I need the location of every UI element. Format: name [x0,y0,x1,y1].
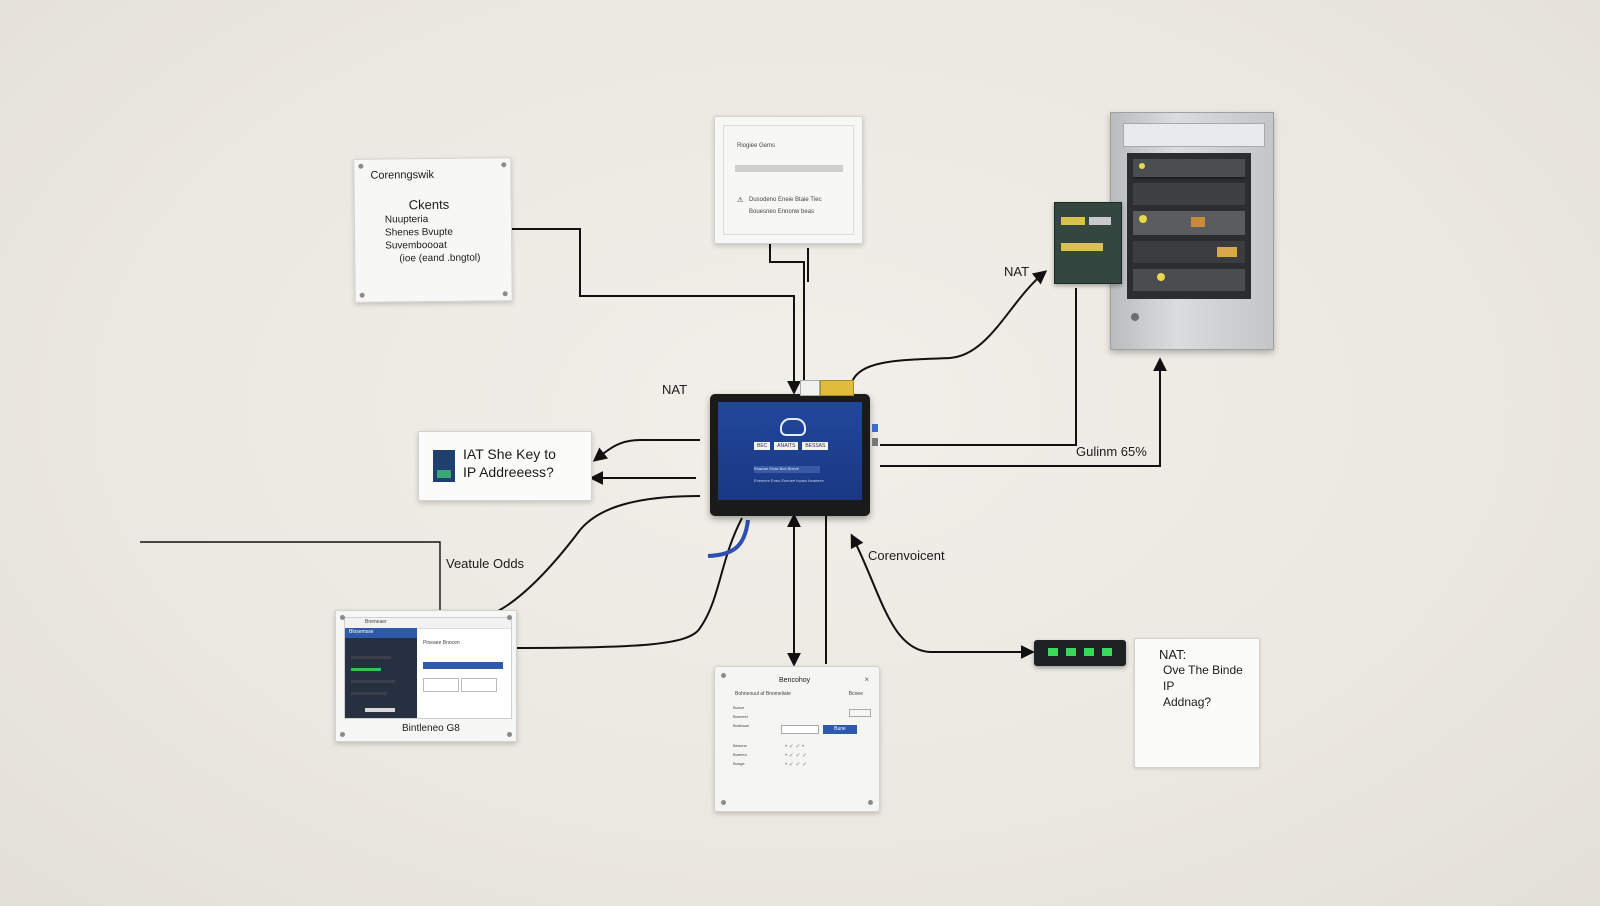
bottom-panel-row-6: Bunge [733,761,745,766]
label-nat-top-right: NAT [1004,264,1030,279]
tablet-bar-label-3: BESSAS [802,442,829,450]
router-panel: Riogiee Gems Dusodeno Eneie Btaie Tlec B… [714,116,863,244]
label-corenvoicent: Corenvoicent [868,548,945,563]
router-panel-line-1: Dusodeno Eneie Btaie Tlec [749,197,822,203]
router-panel-bar [735,165,843,172]
cable-tablet-to-server-up [880,357,1167,467]
bottom-panel-subtitle: Bohneouul af Bnomeliate [735,691,791,697]
cable-client-to-tablet [510,228,801,395]
laptop-panel-bar[interactable] [423,662,503,669]
rack-equipment [1127,153,1251,299]
bottom-panel-row-4: Beunne [733,743,747,748]
sticky-right-line-1: NAT: [1159,647,1187,662]
client-card-item-2: Shenes Bvupte [384,226,453,239]
bottom-panel-input[interactable] [849,709,871,717]
network-switch [1034,640,1126,666]
server-rack [1110,112,1274,350]
laptop-panel-title: Pineaee Bnocen [423,640,460,646]
bottom-panel: Bencohoy × Bohneouul af Bnomeliate Bcoee… [714,666,880,812]
bottom-panel-title: Bencohoy [779,677,811,684]
laptop-sidebar-header: Blosemsse [349,629,374,635]
cable-tablet-to-laptop-2 [515,517,743,649]
bottom-panel-field[interactable] [781,725,819,734]
tablet-bar-label-2: ANAITS [774,442,799,450]
tablet-footnote: Enesnee Eneu Eneuee bvaeo beaneee [754,478,824,483]
app-logo-icon [433,450,455,482]
sticky-right-line-3: IP [1163,679,1175,693]
bottom-panel-row-2: Bueneel [733,714,748,719]
sticky-note-right: NAT: Ove The Binde IP Addnag? [1134,638,1260,768]
bottom-panel-tag: Bcoee [848,691,863,697]
cable-tablet-to-switch [850,533,1035,659]
warning-icon: ⚠ [737,197,744,204]
cable-tablet-to-laptop [495,495,701,613]
bottom-panel-row-3: Bodnaue [733,723,750,728]
label-veatule: Veatule Odds [446,556,525,571]
cable-router-to-tablet [769,244,805,386]
usb-dongle [820,380,854,396]
laptop-caption: Bintleneo G8 [402,723,460,734]
sticky-left-line-1: IAT She Key to [463,446,556,462]
label-gulinm: Gulinm 65% [1076,444,1147,459]
router-panel-title: Riogiee Gems [737,143,776,149]
cable-tablet-to-sticky-1 [592,439,700,462]
client-card: Corenngswik Ckents Nuupteria Shenes Bvup… [353,157,513,303]
client-card-item-1: Nuupteria [384,214,429,226]
laptop-screen: Bneneaer Blosemsse Pineaee Bnocen [344,617,512,719]
server-module [1054,202,1122,284]
wire-laptop-label [140,541,441,610]
usb-dongle-2 [800,380,820,396]
router-panel-line-2: Bouesneo Ennonw beas [749,209,815,215]
laptop-tab[interactable]: Bneneaer [365,619,387,625]
bottom-panel-row-5: Bueeeo [733,752,747,757]
cable-server-to-tablet [880,288,1077,446]
cable-blue [707,519,750,558]
tablet-field[interactable]: Ebacsie Enas Bvd Bneve [754,466,820,473]
client-card-item-4: (ioe (eand .bngtol) [399,252,481,265]
status-dots: • ✓ ✓ •• ✓ ✓ ✓• ✓ ✓ ✓ [785,744,808,768]
client-card-item-3: Suvemboooat [385,239,447,252]
laptop-card: Bneneaer Blosemsse Pineaee Bnocen Bintle… [335,610,517,742]
cable-tablet-to-server [851,270,1048,383]
tablet-device: BEC ANAITS BESSAS Ebacsie Enas Bvd Bneve… [710,394,878,516]
sticky-right-line-2: Ove The Binde [1163,663,1243,677]
sticky-left-line-2: IP Addreeess? [463,464,554,480]
tablet-bar-label-1: BEC [754,442,771,450]
client-card-title: Corenngswik [370,168,435,182]
bottom-panel-button[interactable]: Bune [823,725,857,734]
sticky-right-line-4: Addnag? [1163,695,1212,709]
client-card-heading: Ckents [408,196,450,213]
close-icon[interactable]: × [864,675,869,684]
cloud-logo-icon [780,418,806,436]
tablet-screen: BEC ANAITS BESSAS Ebacsie Enas Bvd Bneve… [718,402,862,500]
label-nat-center: NAT [662,382,688,397]
laptop-sidebar: Blosemsse [345,628,417,718]
sticky-note-left: IAT She Key to IP Addreeess? [418,431,592,501]
bottom-panel-row-1: Bunce [733,705,745,710]
